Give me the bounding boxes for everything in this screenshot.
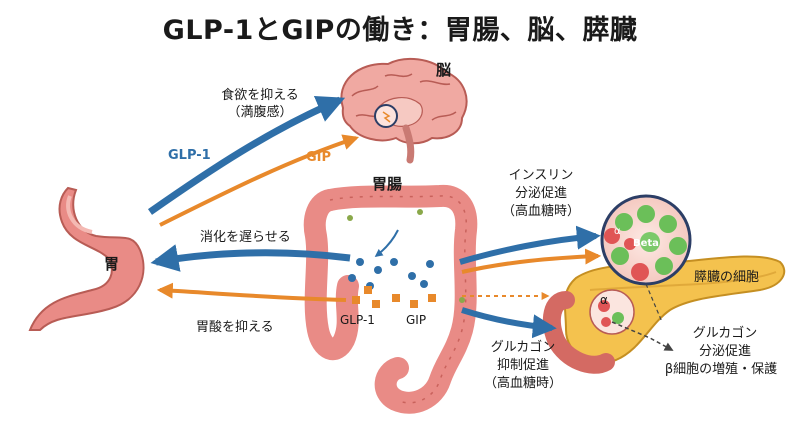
stomach-label: 胃	[104, 255, 120, 273]
glucagon-suppress-line1: グルカゴン	[490, 340, 556, 355]
glp1-brain-label: GLP-1	[168, 148, 211, 163]
hormone-particles	[348, 258, 436, 308]
brain-effect-line1: 食欲を抑える	[221, 88, 299, 103]
glucagon-dashed-arrow	[611, 321, 674, 351]
insulin-line3: （高血糖時）	[501, 204, 580, 219]
glp1-intestine-label: GLP-1	[340, 313, 375, 327]
glucagon-suppress-arrow	[461, 307, 557, 339]
suppress-acid-label: 胃酸を抑える	[196, 320, 274, 335]
slow-digestion-label: 消化を遅らせる	[200, 230, 291, 245]
gip-brain-label: GIP	[306, 150, 332, 165]
brain-effect-line2: （満腹感）	[227, 105, 293, 120]
intestine-label: 胃腸	[372, 175, 403, 193]
release-arrow	[374, 229, 399, 257]
beta-cell-label: Beta	[633, 238, 659, 249]
insulin-line1: インスリン	[508, 168, 574, 183]
brain-label: 脳	[436, 61, 452, 79]
pancreas-cells-label: 膵臓の細胞	[694, 270, 760, 285]
insulin-line2: 分泌促進	[514, 186, 567, 201]
glucagon-secrete-line1: グルカゴン	[692, 326, 758, 341]
alpha-cell-label-small: α	[614, 226, 621, 237]
glucagon-secrete-line3: β細胞の増殖・保護	[664, 362, 778, 377]
glucagon-suppress-line3: （高血糖時）	[483, 376, 562, 391]
insulin-gip-arrow	[461, 248, 602, 274]
slow-digestion-arrow	[150, 244, 351, 272]
gip-to-brain-arrow	[159, 134, 360, 227]
insulin-glp1-arrow	[459, 225, 601, 265]
glucagon-secrete-line2: 分泌促進	[698, 344, 751, 359]
glp1-to-brain-arrow	[147, 95, 346, 215]
page-title: GLP-1とGIPの働き：胃腸、脳、膵臓	[162, 15, 638, 46]
glucagon-suppress-line2: 抑制促進	[496, 358, 549, 373]
suppress-acid-arrow	[156, 282, 347, 302]
brain-illustration	[340, 57, 468, 164]
islet-cells	[600, 194, 692, 286]
alpha-cell-label: α	[600, 293, 608, 307]
stomach-illustration	[28, 186, 145, 331]
gip-intestine-label: GIP	[406, 313, 427, 327]
